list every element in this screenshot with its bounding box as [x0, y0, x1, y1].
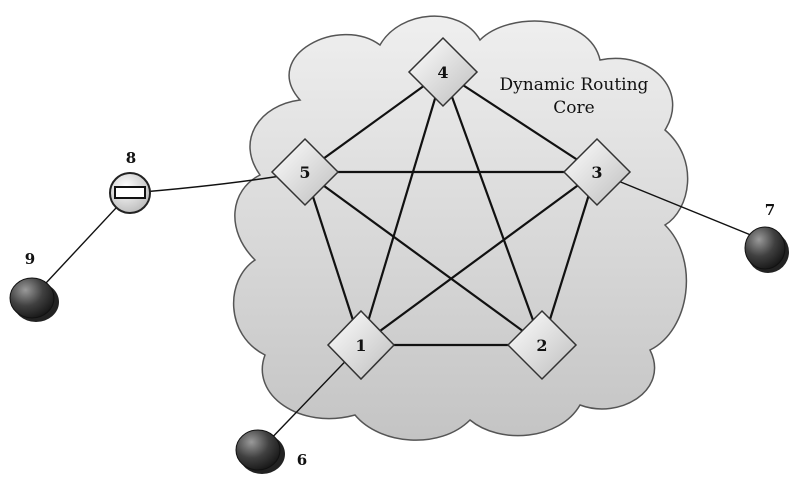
gateway-node-8[interactable]	[109, 172, 151, 214]
core-links	[303, 71, 598, 347]
router-node-4[interactable]: 4	[407, 36, 479, 108]
router-node-5-label: 5	[299, 163, 310, 182]
host-node-7[interactable]	[744, 226, 789, 273]
link-1-4	[359, 71, 445, 346]
router-node-4-label: 4	[437, 63, 448, 82]
link-2-4	[441, 71, 544, 346]
host-node-6[interactable]	[235, 429, 285, 474]
router-node-2[interactable]: 2	[506, 309, 578, 381]
host-node-9-label: 9	[25, 250, 35, 268]
cloud-label-line2: Core	[553, 98, 594, 118]
router-node-3-label: 3	[591, 163, 602, 182]
router-node-1[interactable]: 1	[326, 309, 396, 381]
link-3-4	[442, 71, 597, 173]
gateway-slot-icon	[114, 186, 146, 199]
host-node-7-label: 7	[765, 201, 775, 219]
router-node-2-label: 2	[536, 336, 547, 355]
link-8-9	[31, 192, 131, 299]
link-4-5	[304, 71, 444, 173]
link-1-3	[360, 171, 597, 346]
cloud-label-line1: Dynamic Routing	[500, 75, 649, 95]
host-node-6-label: 6	[297, 451, 307, 469]
link-2-3	[540, 171, 598, 346]
router-node-5[interactable]: 5	[270, 137, 340, 207]
router-node-3[interactable]: 3	[562, 137, 632, 207]
link-1-5	[303, 171, 363, 346]
link-3-7	[595, 171, 764, 241]
gateway-node-8-label: 8	[126, 149, 136, 167]
router-node-1-label: 1	[355, 336, 366, 355]
link-2-5	[304, 171, 543, 346]
host-node-9[interactable]	[9, 277, 59, 322]
